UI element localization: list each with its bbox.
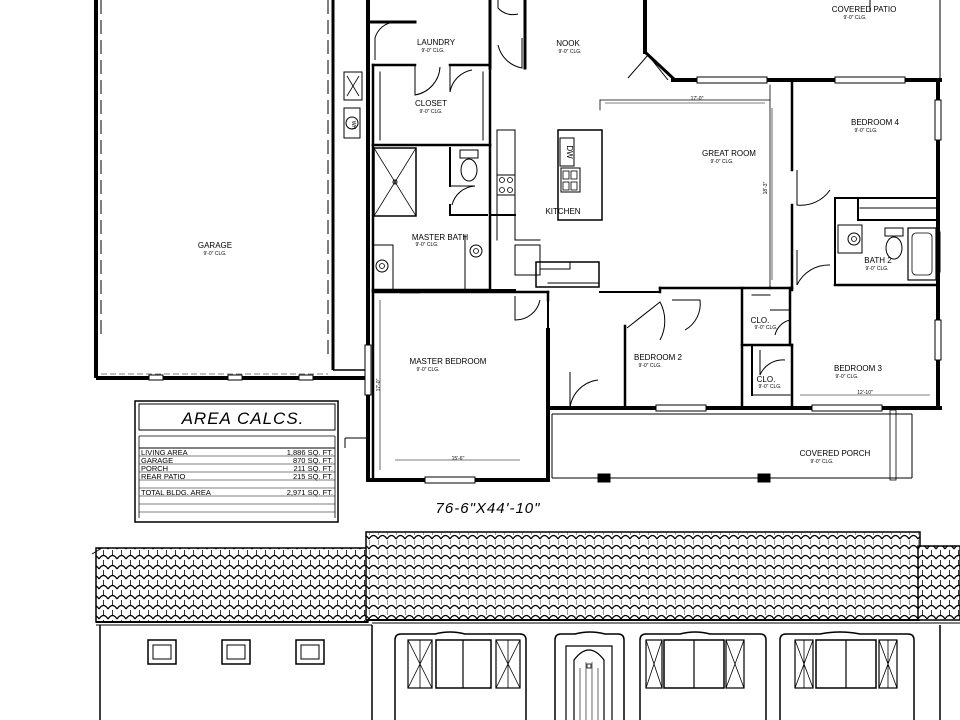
svg-text:9'-0" CLG.: 9'-0" CLG. bbox=[835, 374, 858, 380]
room-clo-1: CLO. bbox=[751, 316, 770, 325]
room-laundry: LAUNDRY bbox=[417, 38, 456, 47]
garage-area bbox=[94, 0, 370, 381]
dim-lines bbox=[379, 102, 930, 470]
area-row-label: LIVING AREA bbox=[141, 448, 188, 457]
svg-text:9'-0" CLG.: 9'-0" CLG. bbox=[415, 242, 438, 248]
area-row-value: 1,886 SQ. FT. bbox=[287, 448, 333, 457]
area-row-value: 215 SQ. FT. bbox=[293, 472, 333, 481]
svg-text:9'-0" CLG.: 9'-0" CLG. bbox=[558, 49, 581, 55]
area-row-label: REAR PATIO bbox=[141, 472, 185, 481]
dim-master-width: 15'-6" bbox=[452, 456, 465, 462]
room-covered-patio: COVERED PATIO bbox=[832, 5, 897, 14]
svg-text:9'-0" CLG.: 9'-0" CLG. bbox=[421, 48, 444, 54]
svg-text:9'-0" CLG.: 9'-0" CLG. bbox=[203, 251, 226, 257]
dim-great-room-width: 17'-0" bbox=[691, 96, 704, 102]
svg-text:9'-0" CLG.: 9'-0" CLG. bbox=[843, 15, 866, 21]
room-bedroom-2: BEDROOM 2 bbox=[634, 353, 683, 362]
room-clo-2: CLO. bbox=[757, 375, 776, 384]
area-row-value: 870 SQ. FT. bbox=[293, 456, 333, 465]
covered-porch bbox=[344, 409, 913, 483]
front-elevation bbox=[91, 531, 960, 720]
svg-text:9'-0" CLG.: 9'-0" CLG. bbox=[638, 363, 661, 369]
room-covered-porch: COVERED PORCH bbox=[800, 449, 871, 458]
dim-great-room-height: 18'-3" bbox=[763, 181, 769, 194]
area-row-label: GARAGE bbox=[141, 456, 173, 465]
room-closet: CLOSET bbox=[415, 99, 447, 108]
room-bedroom-4: BEDROOM 4 bbox=[851, 118, 900, 127]
room-great-room: GREAT ROOM bbox=[702, 149, 756, 158]
area-row-label: PORCH bbox=[141, 464, 168, 473]
room-kitchen: KITCHEN bbox=[545, 207, 580, 216]
windows bbox=[364, 76, 942, 484]
covered-patio bbox=[869, 0, 941, 80]
area-calcs-title: AREA CALCS. bbox=[181, 409, 305, 428]
dishwasher-label: DW bbox=[565, 145, 574, 159]
svg-text:9'-0" CLG.: 9'-0" CLG. bbox=[865, 266, 888, 272]
water-heater-label: WH bbox=[350, 121, 356, 130]
area-row-value: 211 SQ. FT. bbox=[294, 464, 333, 473]
room-bath-2: BATH 2 bbox=[864, 256, 892, 265]
svg-text:9'-0" CLG.: 9'-0" CLG. bbox=[710, 159, 733, 165]
room-master-bedroom: MASTER BEDROOM bbox=[410, 357, 487, 366]
room-bedroom-3: BEDROOM 3 bbox=[834, 364, 883, 373]
room-garage: GARAGE bbox=[198, 241, 232, 250]
area-calcs-table: AREA CALCS. LIVING AREA 1,886 SQ. FT. GA… bbox=[134, 400, 339, 523]
dim-bedroom3-width: 12'-10" bbox=[857, 390, 873, 396]
svg-text:9'-0" CLG.: 9'-0" CLG. bbox=[810, 459, 833, 465]
interior-walls bbox=[371, 63, 941, 482]
room-master-bath: MASTER BATH bbox=[412, 233, 469, 242]
overall-dimension: 76-6"X44'-10" bbox=[436, 500, 541, 517]
svg-text:9'-0" CLG.: 9'-0" CLG. bbox=[419, 109, 442, 115]
dim-master-height: 17'-0" bbox=[376, 378, 382, 391]
area-row-label: TOTAL BLDG. AREA bbox=[141, 488, 211, 497]
svg-text:9'-0" CLG.: 9'-0" CLG. bbox=[754, 325, 777, 331]
svg-text:9'-0" CLG.: 9'-0" CLG. bbox=[854, 128, 877, 134]
area-row-value: 2,971 SQ. FT. bbox=[287, 488, 333, 497]
room-nook: NOOK bbox=[556, 39, 580, 48]
svg-text:9'-0" CLG.: 9'-0" CLG. bbox=[416, 367, 439, 373]
svg-text:9'-0" CLG.: 9'-0" CLG. bbox=[758, 384, 781, 390]
room-labels: COVERED PATIO 9'-0" CLG. LAUNDRY 9'-0" C… bbox=[198, 5, 900, 517]
doors bbox=[374, 0, 831, 409]
